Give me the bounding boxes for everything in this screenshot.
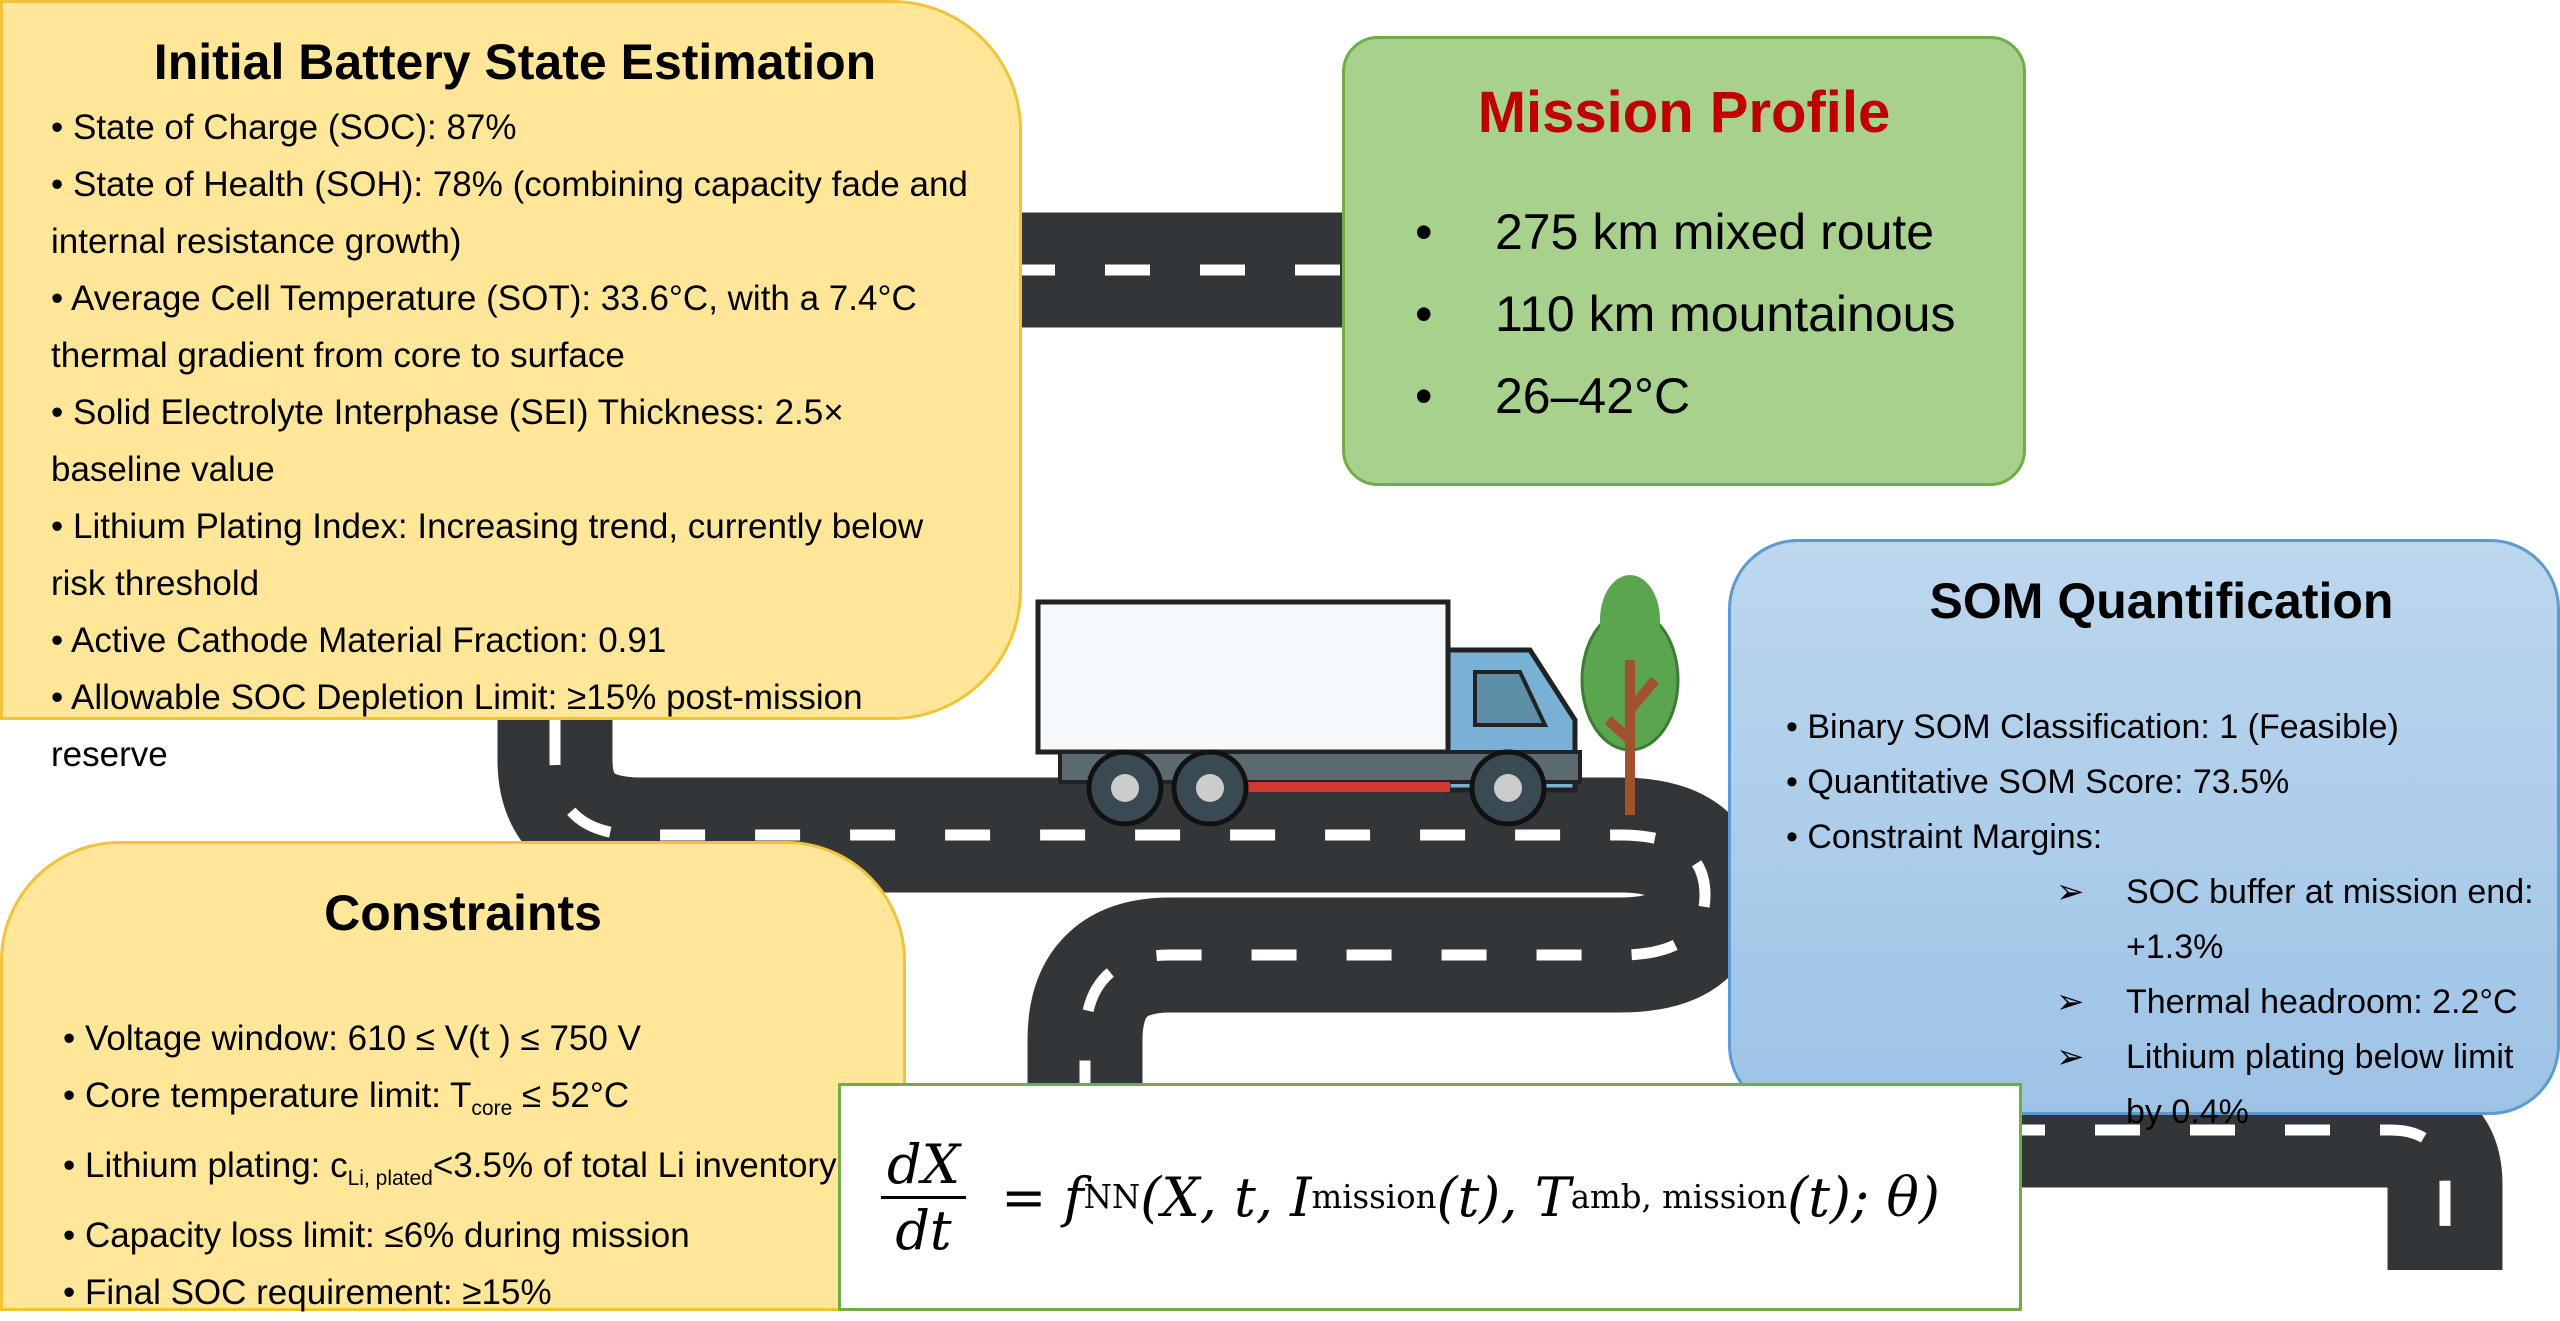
mission-item: •110 km mountainous: [1415, 286, 1956, 342]
constraint-item: Voltage window: 610 ≤ V(t ) ≤ 750 V: [63, 1010, 863, 1067]
state-item: State of Health (SOH): 78% (combining ca…: [51, 156, 979, 270]
margin-item: ➢Lithium plating below limit by 0.4%: [2056, 1030, 2537, 1140]
truck-illustration: [1035, 575, 1680, 827]
state-item: Active Cathode Material Fraction: 0.91: [51, 612, 979, 669]
constraint-item: Capacity loss limit: ≤6% during mission: [63, 1207, 863, 1264]
margin-item: ➢Thermal headroom: 2.2°C: [2056, 975, 2537, 1030]
mission-item: •275 km mixed route: [1415, 204, 1935, 260]
margin-item: ➢SOC buffer at mission end: +1.3%: [2056, 865, 2537, 975]
arrow-bullet-icon: ➢: [2056, 873, 2085, 911]
derivative-fraction: dX dt: [881, 1133, 967, 1262]
arrow-bullet-icon: ➢: [2056, 1038, 2085, 1076]
state-item: Solid Electrolyte Interphase (SEI) Thick…: [51, 384, 979, 498]
constraint-item: Final SOC requirement: ≥15%: [63, 1264, 863, 1321]
constraints-box: Constraints Voltage window: 610 ≤ V(t ) …: [0, 841, 906, 1312]
som-title: SOM Quantification: [1929, 573, 2394, 629]
constraint-item: Lithium plating: cLi, plated<3.5% of tot…: [63, 1137, 863, 1207]
mission-item: •26–42°C: [1415, 368, 1691, 424]
arrow-bullet-icon: ➢: [2056, 983, 2085, 1021]
som-quantification-box: SOM Quantification Binary SOM Classifica…: [1728, 539, 2560, 1131]
mission-profile-box: Mission Profile •275 km mixed route •110…: [1342, 36, 2026, 486]
state-item: State of Charge (SOC): 87%: [51, 99, 979, 156]
mission-title: Mission Profile: [1477, 80, 1891, 145]
som-item: Quantitative SOM Score: 73.5%: [1786, 755, 2537, 810]
state-item: Allowable SOC Depletion Limit: ≥15% post…: [51, 669, 979, 783]
state-item: Average Cell Temperature (SOT): 33.6°C, …: [51, 270, 979, 384]
constraints-title: Constraints: [324, 885, 602, 941]
constraint-item: Core temperature limit: Tcore ≤ 52°C: [63, 1067, 863, 1137]
som-item: Binary SOM Classification: 1 (Feasible): [1786, 700, 2537, 755]
road-bottom-right: [2000, 1072, 2503, 1270]
som-item: Constraint Margins:: [1786, 810, 2537, 865]
initial-battery-state-box: Initial Battery State Estimation State o…: [0, 0, 1022, 774]
tree-icon: [1580, 575, 1680, 815]
initial-state-title: Initial Battery State Estimation: [153, 34, 877, 90]
state-item: Lithium Plating Index: Increasing trend,…: [51, 498, 979, 612]
